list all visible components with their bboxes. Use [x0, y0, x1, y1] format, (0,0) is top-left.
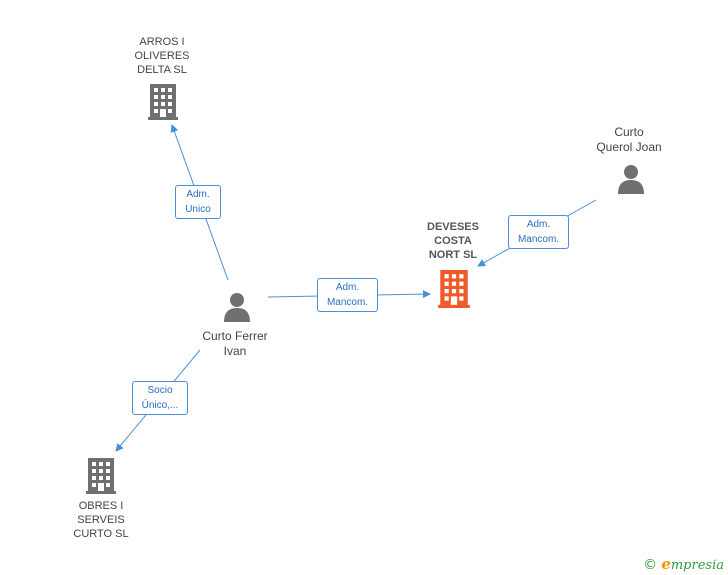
- person-label-curto-ferrer[interactable]: Curto Ferrer Ivan: [202, 329, 268, 358]
- edge-label-querol-deveses[interactable]: Adm. Mancom.: [508, 215, 569, 249]
- person-icon[interactable]: [618, 165, 644, 194]
- building-icon[interactable]: [148, 84, 178, 120]
- empresia-watermark: © empresia: [643, 555, 724, 573]
- edge-label-ferrer-arros[interactable]: Adm. Unico: [175, 185, 221, 219]
- brand-rest: mpresia: [670, 558, 724, 573]
- copyright-symbol: ©: [643, 557, 658, 573]
- brand-initial: e: [661, 555, 671, 573]
- building-icon[interactable]: [86, 458, 116, 494]
- company-label-deveses[interactable]: DEVESES COSTA NORT SL: [427, 221, 479, 261]
- company-label-arros[interactable]: ARROS I OLIVERES DELTA SL: [134, 36, 190, 76]
- edge-label-ferrer-deveses[interactable]: Adm. Mancom.: [317, 278, 378, 312]
- edge-label-ferrer-obres[interactable]: Socio Único,...: [132, 381, 188, 415]
- building-icon[interactable]: [438, 270, 470, 308]
- company-label-obres[interactable]: OBRES I SERVEIS CURTO SL: [73, 500, 129, 540]
- person-icon[interactable]: [224, 293, 250, 322]
- person-label-curto-querol[interactable]: Curto Querol Joan: [596, 125, 662, 154]
